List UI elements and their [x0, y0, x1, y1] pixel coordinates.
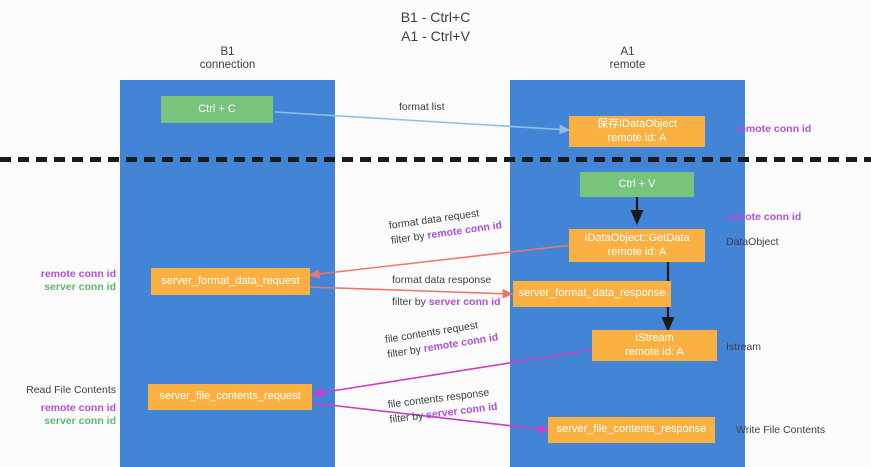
- edge-label-format-data-request: format data request filter by remote con…: [388, 203, 503, 248]
- edge-label-format-data-response-l1: format data response: [392, 274, 492, 286]
- annotation-left-conn-ids-bottom: remote conn id server conn id: [0, 402, 116, 428]
- phase-separator: [0, 157, 871, 162]
- annotation-left-server-conn-id-bottom: server conn id: [44, 415, 116, 427]
- annotation-remote-conn-id-mid-text: remote conn id: [726, 211, 802, 223]
- node-save-dataobject-line2: remote id: A: [607, 131, 667, 144]
- node-fmt-response-line1: server_format_data_response: [518, 287, 666, 300]
- node-getdata-line1: IDataObject::GetData: [584, 232, 690, 244]
- edge-label-format-list: format list: [399, 100, 445, 115]
- annotation-dataobject: DataObject: [726, 236, 779, 249]
- annotation-remote-conn-id-top: remote conn id: [736, 123, 811, 136]
- node-ctrl-c[interactable]: Ctrl + C: [161, 96, 273, 123]
- node-server-file-contents-request[interactable]: server_file_contents_request: [148, 384, 312, 410]
- annotation-read-file-contents: Read File Contents: [0, 384, 116, 397]
- page-title: B1 - Ctrl+C A1 - Ctrl+V: [0, 8, 871, 46]
- annotation-left-server-conn-id-mid: server conn id: [44, 281, 116, 293]
- lane-header-b1-name: B1: [220, 46, 235, 58]
- annotation-write-file-contents: Write File Contents: [736, 424, 825, 437]
- node-ctrl-v[interactable]: Ctrl + V: [580, 172, 694, 197]
- edge-label-format-data-response-l2: filter by server conn id: [392, 295, 501, 310]
- lane-header-a1-name: A1: [620, 46, 635, 58]
- node-fmt-request-line1: server_format_data_request: [161, 274, 300, 287]
- edge-label-fmt-res-key: server conn id: [428, 296, 501, 308]
- edge-label-fmt-req-prefix: filter by: [390, 229, 429, 247]
- node-ctrl-c-line1: Ctrl + C: [198, 102, 236, 115]
- annotation-remote-conn-id-mid: remote conn id: [726, 211, 801, 224]
- node-save-dataobject-line1: 保存IDataObject: [596, 118, 678, 130]
- lane-header-b1: B1 connection: [120, 46, 335, 72]
- annotation-left-conn-ids-mid: remote conn id server conn id: [0, 268, 116, 294]
- title-line-1: B1 - Ctrl+C: [400, 9, 471, 25]
- lane-header-a1-sub: remote: [609, 59, 646, 71]
- edge-label-format-data-response: format data response filter by server co…: [392, 273, 501, 310]
- node-getdata-line2: remote id: A: [607, 245, 667, 258]
- annotation-dataobject-text: DataObject: [726, 236, 779, 248]
- edge-label-file-contents-request: file contents request filter by remote c…: [384, 315, 499, 362]
- node-file-response-line1: server_file_contents_response: [556, 423, 707, 436]
- node-server-format-data-request[interactable]: server_format_data_request: [151, 268, 310, 295]
- annotation-write-file-contents-text: Write File Contents: [736, 424, 826, 436]
- node-save-dataobject[interactable]: 保存IDataObject remote id: A: [569, 116, 705, 147]
- annotation-remote-conn-id-top-text: remote conn id: [736, 123, 812, 135]
- node-idataobject-getdata[interactable]: IDataObject::GetData remote id: A: [569, 229, 705, 262]
- node-server-file-contents-response[interactable]: server_file_contents_response: [548, 417, 715, 443]
- edge-label-fmt-res-prefix: filter by: [392, 296, 429, 308]
- annotation-istream-text: Istream: [726, 341, 762, 353]
- edge-label-format-list-text: format list: [399, 101, 445, 113]
- title-line-2: A1 - Ctrl+V: [401, 28, 470, 44]
- node-istream-line1: IStream: [635, 332, 674, 344]
- lane-header-b1-sub: connection: [199, 59, 256, 71]
- node-file-request-line1: server_file_contents_request: [159, 390, 301, 403]
- annotation-istream: Istream: [726, 341, 761, 354]
- annotation-left-remote-conn-id-mid: remote conn id: [40, 268, 116, 280]
- edge-label-file-res-prefix: filter by: [388, 409, 427, 426]
- annotation-left-remote-conn-id-bottom: remote conn id: [40, 402, 116, 414]
- node-istream-line2: remote id: A: [625, 345, 684, 358]
- annotation-read-file-contents-text: Read File Contents: [26, 384, 116, 396]
- node-ctrl-v-line1: Ctrl + V: [618, 177, 656, 190]
- edge-label-file-contents-response: file contents response filter by server …: [387, 385, 498, 428]
- lane-header-a1: A1 remote: [510, 46, 745, 72]
- node-istream[interactable]: IStream remote id: A: [592, 330, 717, 361]
- node-server-format-data-response[interactable]: server_format_data_response: [513, 281, 671, 307]
